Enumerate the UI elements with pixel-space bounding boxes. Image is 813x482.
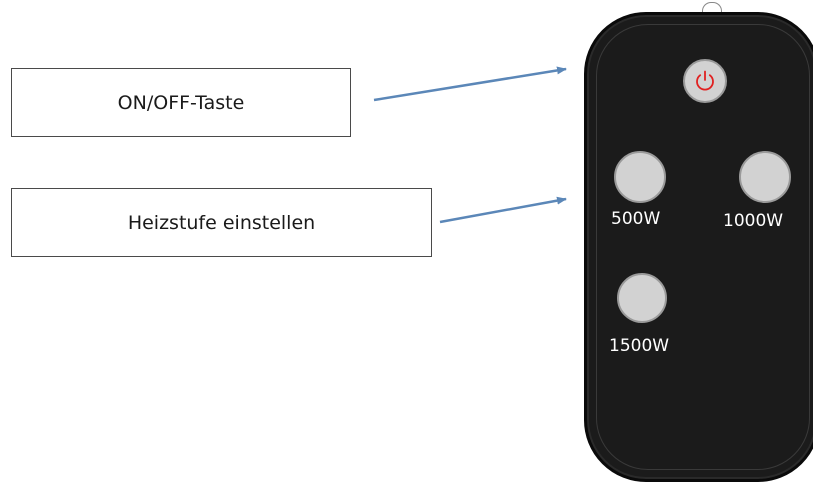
on-off-label-text: ON/OFF-Taste <box>117 91 245 114</box>
power-button[interactable] <box>683 59 727 103</box>
heat-500w-label: 500W <box>611 209 661 229</box>
heat-level-label-text: Heizstufe einstellen <box>127 211 316 234</box>
heat-500w-button[interactable] <box>614 151 666 203</box>
heat-1500w-label: 1500W <box>609 336 670 356</box>
on-off-arrow <box>373 66 567 102</box>
heat-1500w-button[interactable] <box>617 273 667 323</box>
heat-1000w-button[interactable] <box>739 151 791 203</box>
heat-1000w-label: 1000W <box>723 211 784 231</box>
power-icon <box>696 70 714 91</box>
heat-level-arrow <box>439 196 567 224</box>
on-off-label-box: ON/OFF-Taste <box>11 68 351 137</box>
heat-level-label-box: Heizstufe einstellen <box>11 188 432 257</box>
remote-inner-rim <box>596 24 810 470</box>
